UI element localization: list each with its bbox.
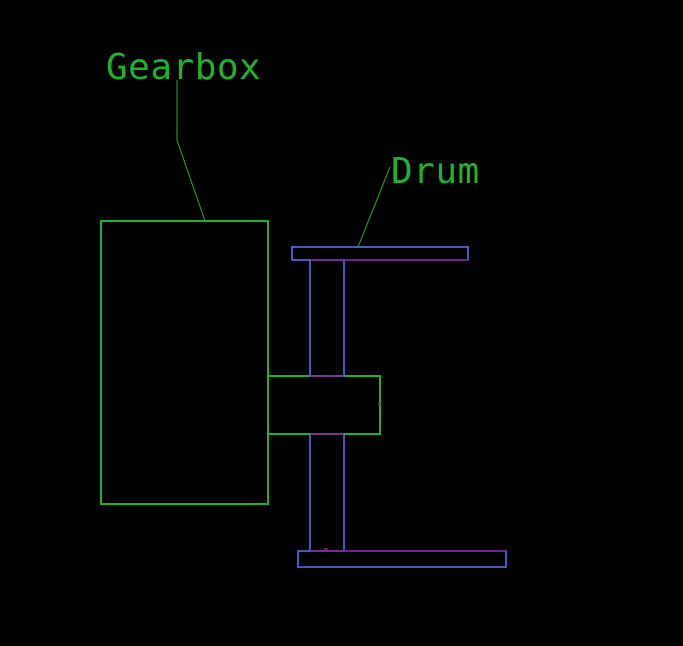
gearbox-label: Gearbox [106, 47, 261, 88]
drum-leader-line [357, 166, 391, 248]
contact-edges [310, 259, 506, 552]
drum-label: Drum [391, 151, 480, 192]
gearbox-leader-line [176, 80, 206, 222]
gearbox-body [100, 220, 269, 505]
